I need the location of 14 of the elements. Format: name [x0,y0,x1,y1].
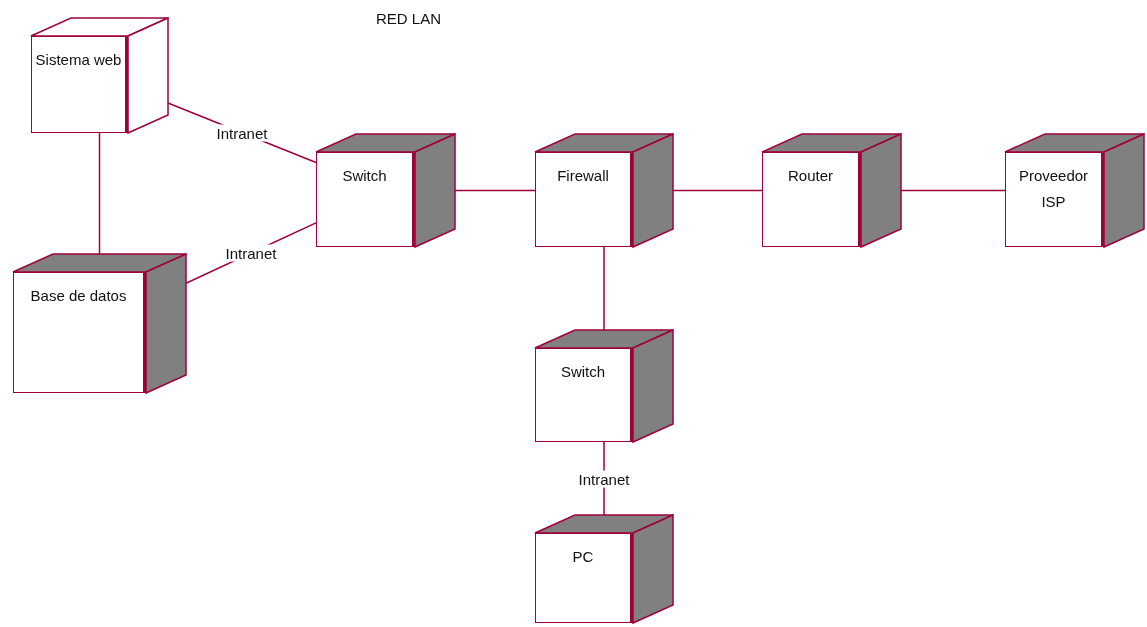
node-label: Firewall [556,166,610,186]
connector-line [98,132,101,255]
connector-line [603,246,605,331]
node-label: PC [571,547,595,567]
node-label: Proveedor ISP [1017,166,1090,212]
edge-label: Intranet [576,470,632,487]
node-label: Router [787,166,834,186]
node-label: Sistema web [34,50,123,70]
node-label: Base de datos [29,286,128,306]
node-label: Switch [341,166,388,186]
edge-label: Intranet [214,124,270,142]
diagram-title: RED LAN [376,10,442,27]
node-label: Switch [559,362,607,382]
edge-label: Intranet [223,244,279,262]
